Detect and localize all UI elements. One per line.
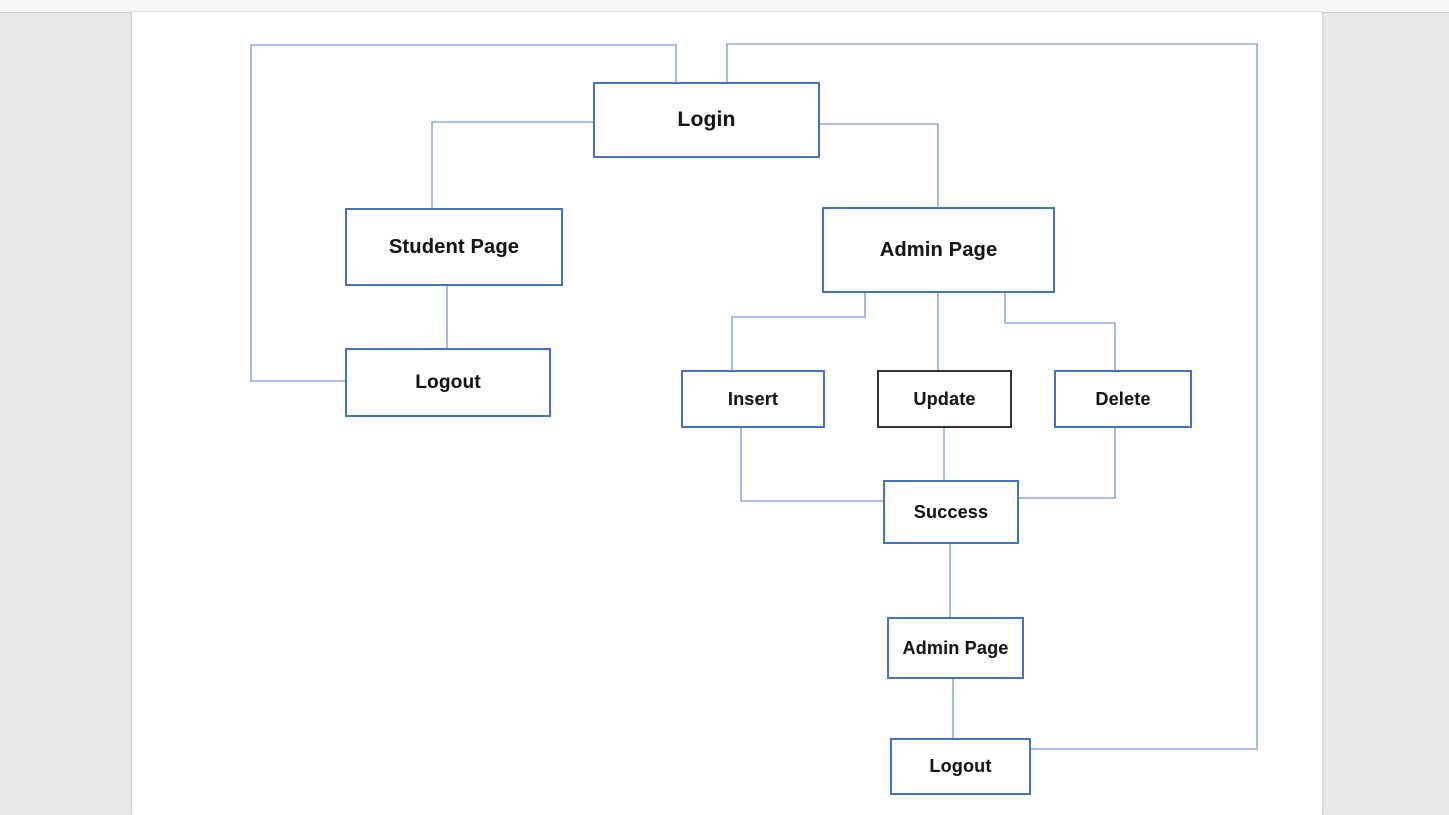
flowchart-node-delete[interactable]: Delete — [1054, 370, 1192, 428]
flowchart-node-label: Student Page — [388, 235, 520, 258]
flowchart-node-label: Logout — [929, 756, 992, 776]
flowchart-node-label: Admin Page — [879, 238, 998, 261]
flowchart-node-insert[interactable]: Insert — [681, 370, 825, 428]
flowchart-node-update[interactable]: Update — [877, 370, 1012, 428]
flowchart-node-label: Admin Page — [902, 637, 1009, 658]
flowchart-node-logout-student[interactable]: Logout — [345, 348, 551, 417]
flowchart-node-label: Login — [677, 108, 736, 131]
flowchart-node-admin-page[interactable]: Admin Page — [822, 207, 1055, 293]
flowchart-node-label: Update — [913, 388, 976, 409]
flowchart-node-label: Insert — [727, 388, 779, 409]
flowchart-node-label: Logout — [415, 371, 481, 393]
flowchart-node-logout-admin[interactable]: Logout — [890, 738, 1031, 795]
flowchart-node-admin-page-2[interactable]: Admin Page — [887, 617, 1024, 679]
flowchart-node-label: Delete — [1095, 388, 1151, 409]
flowchart-node-login[interactable]: Login — [593, 82, 820, 158]
flowchart-node-success[interactable]: Success — [883, 480, 1019, 544]
flowchart-node-student-page[interactable]: Student Page — [345, 208, 563, 286]
flowchart-node-label: Success — [913, 501, 989, 522]
